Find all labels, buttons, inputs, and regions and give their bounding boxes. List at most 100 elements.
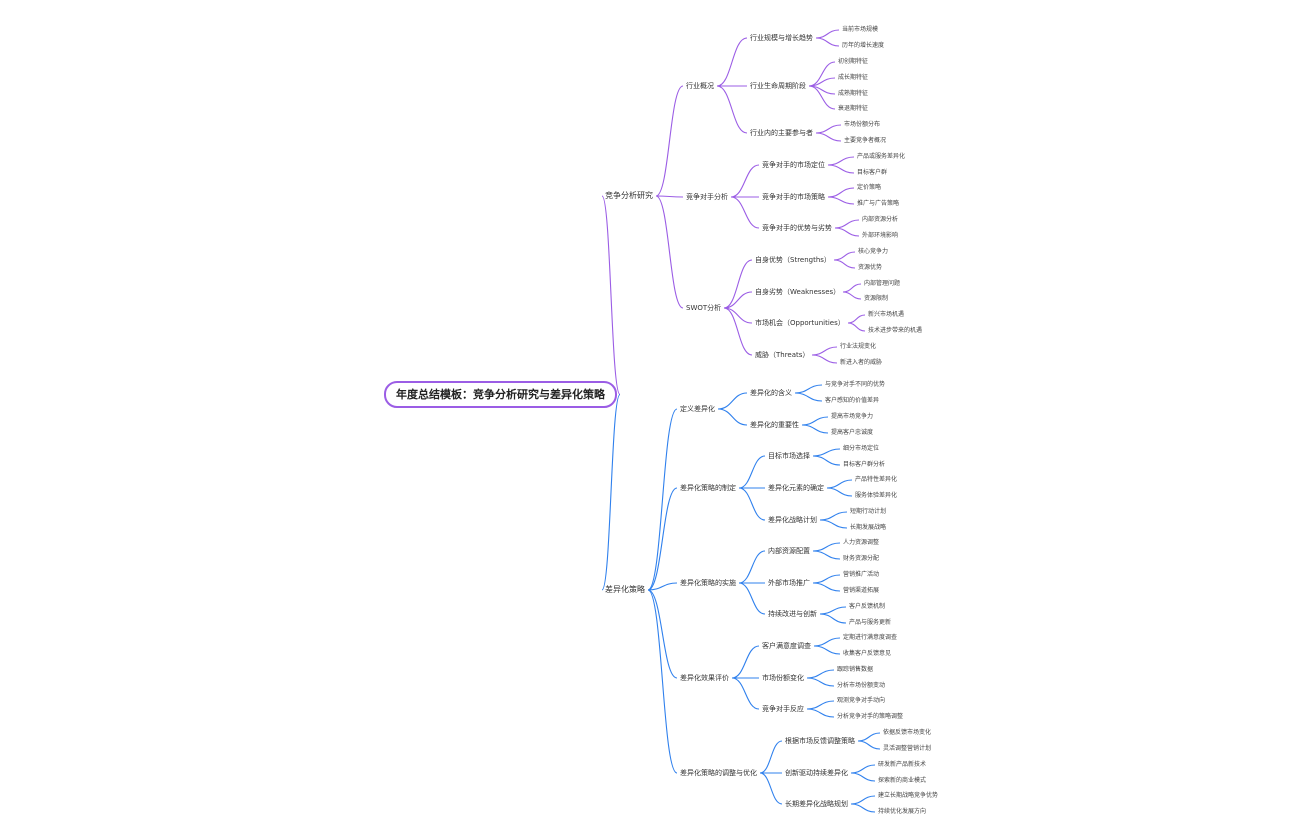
- leaf-external-env[interactable]: 外部环境影响: [862, 232, 899, 239]
- leaf-resource-limits[interactable]: 资源限制: [864, 295, 889, 302]
- connector-sub-adjust-by-feedback: [759, 740, 783, 774]
- sub-meaning[interactable]: 差异化的含义: [750, 389, 792, 397]
- leaf-new-entrants[interactable]: 新进入者的威胁: [840, 359, 883, 366]
- topic-define-differentiation[interactable]: 定义差异化: [680, 405, 715, 413]
- connector-sub-target-market: [738, 455, 766, 489]
- leaf-growth[interactable]: 成长期特征: [838, 74, 869, 81]
- sub-internal-resources[interactable]: 内部资源配置: [768, 547, 810, 555]
- leaf-short-term-plan[interactable]: 短期行动计划: [850, 508, 887, 515]
- leaf-share-changes[interactable]: 分析市场份额变动: [837, 682, 886, 689]
- leaf-feedback-mechanism[interactable]: 客户反馈机制: [849, 603, 886, 610]
- connector-leaf-target-customers: [827, 164, 855, 174]
- sub-adjust-by-feedback[interactable]: 根据市场反馈调整策略: [785, 737, 855, 745]
- sub-competitor-market-strategy[interactable]: 竞争对手的市场策略: [762, 193, 825, 201]
- connector-branch-competition-research: [601, 195, 621, 396]
- leaf-target-customers[interactable]: 目标客户群: [857, 169, 888, 176]
- leaf-core-competence[interactable]: 核心竞争力: [858, 248, 889, 255]
- leaf-business-model[interactable]: 探索新的商业模式: [878, 777, 927, 784]
- leaf-pricing[interactable]: 定价策略: [857, 184, 882, 191]
- leaf-marketing-activity[interactable]: 营销推广活动: [843, 571, 880, 578]
- connector-leaf-business-model: [850, 772, 876, 782]
- branch-competition-research[interactable]: 竞争分析研究: [605, 191, 653, 200]
- leaf-collect-feedback[interactable]: 收集客户反馈意见: [843, 650, 892, 657]
- leaf-optimize-direction[interactable]: 持续优化发展方向: [878, 808, 927, 815]
- sub-threats[interactable]: 威胁（Threats）: [755, 351, 810, 359]
- leaf-decline[interactable]: 衰退期特征: [838, 105, 869, 112]
- topic-effect-evaluation[interactable]: 差异化效果评价: [680, 674, 729, 682]
- sub-competitor-strength-weakness[interactable]: 竞争对手的优势与劣势: [762, 224, 832, 232]
- leaf-long-term-strategy[interactable]: 长期发展战略: [850, 524, 887, 531]
- sub-opportunities[interactable]: 市场机会（Opportunities）: [755, 319, 845, 327]
- leaf-segment-positioning[interactable]: 细分市场定位: [843, 445, 880, 452]
- leaf-watch-competitors[interactable]: 观测竞争对手动向: [837, 697, 886, 704]
- leaf-product-diff[interactable]: 产品或服务差异化: [857, 153, 906, 160]
- leaf-internal-resource[interactable]: 内部资源分析: [862, 216, 899, 223]
- connector-leaf-unique-advantage: [794, 384, 823, 394]
- leaf-competitiveness[interactable]: 提高市场竞争力: [831, 413, 874, 420]
- leaf-current-size[interactable]: 当前市场规模: [842, 26, 879, 33]
- leaf-startup[interactable]: 初创期特征: [838, 58, 869, 65]
- topic-industry-overview[interactable]: 行业概况: [686, 82, 714, 90]
- leaf-main-competitors[interactable]: 主要竞争者概况: [844, 137, 887, 144]
- leaf-long-term-advantage[interactable]: 建立长期战略竞争优势: [878, 792, 939, 799]
- connector-leaf-optimize-direction: [850, 803, 876, 813]
- leaf-finance-allocation[interactable]: 财务资源分配: [843, 555, 880, 562]
- topic-strategy-implementation[interactable]: 差异化策略的实施: [680, 579, 736, 587]
- sub-long-term-plan[interactable]: 长期差异化战略规划: [785, 800, 848, 808]
- sub-diff-elements[interactable]: 差异化元素的确定: [768, 484, 824, 492]
- sub-importance[interactable]: 差异化的重要性: [750, 421, 799, 429]
- leaf-market-change[interactable]: 依据反馈市场变化: [883, 729, 932, 736]
- connector-leaf-finance-allocation: [812, 550, 841, 560]
- root-node[interactable]: 年度总结模板：竞争分析研究与差异化策略: [384, 381, 617, 408]
- leaf-channel-expansion[interactable]: 营销渠道拓展: [843, 587, 880, 594]
- sub-satisfaction-survey[interactable]: 客户满意度调查: [762, 642, 811, 650]
- sub-weaknesses[interactable]: 自身劣势（Weaknesses）: [755, 288, 841, 296]
- connector-topic-adjust-optimize: [647, 589, 678, 774]
- leaf-share-distribution[interactable]: 市场份额分布: [844, 121, 881, 128]
- leaf-management-issues[interactable]: 内部管理问题: [864, 280, 901, 287]
- topic-swot-analysis[interactable]: SWOT分析: [686, 304, 722, 312]
- sub-market-share[interactable]: 市场份额变化: [762, 674, 804, 682]
- sub-industry-scale[interactable]: 行业规模与增长趋势: [750, 34, 813, 42]
- leaf-competitor-adjustments[interactable]: 分析竞争对手的策略调整: [837, 713, 904, 720]
- topic-strategy-formulation[interactable]: 差异化策略的制定: [680, 484, 736, 492]
- leaf-regular-survey[interactable]: 定期进行满意度调查: [843, 634, 898, 641]
- topic-competitor-analysis[interactable]: 竞争对手分析: [686, 193, 728, 201]
- sub-competitor-response[interactable]: 竞争对手反应: [762, 705, 804, 713]
- leaf-track-sales[interactable]: 跟踪销售数据: [837, 666, 874, 673]
- leaf-customer-group-analysis[interactable]: 目标客户群分析: [843, 461, 886, 468]
- leaf-hr-adjust[interactable]: 人力资源调整: [843, 539, 880, 546]
- leaf-unique-advantage[interactable]: 与竞争对手不同的优势: [825, 381, 886, 388]
- leaf-emerging-market[interactable]: 新兴市场机遇: [868, 311, 905, 318]
- connector-leaf-competitor-adjustments: [806, 708, 835, 718]
- sub-target-market[interactable]: 目标市场选择: [768, 452, 810, 460]
- leaf-growth-rate[interactable]: 历年的增长速度: [842, 42, 885, 49]
- leaf-tech-progress[interactable]: 技术进步带来的机遇: [868, 327, 923, 334]
- sub-main-players[interactable]: 行业内的主要参与者: [750, 129, 813, 137]
- leaf-mature[interactable]: 成熟期特征: [838, 90, 869, 97]
- leaf-product-update[interactable]: 产品与服务更新: [849, 619, 892, 626]
- sub-strengths[interactable]: 自身优势（Strengths）: [755, 256, 831, 264]
- connector-leaf-market-change: [857, 732, 881, 742]
- leaf-new-tech[interactable]: 研发新产品新技术: [878, 761, 927, 768]
- sub-innovation-driven[interactable]: 创新驱动持续差异化: [785, 769, 848, 777]
- leaf-loyalty[interactable]: 提高客户忠诚度: [831, 429, 874, 436]
- leaf-promotion[interactable]: 推广与广告策略: [857, 200, 900, 207]
- connector-leaf-tech-progress: [847, 322, 866, 332]
- sub-external-promotion[interactable]: 外部市场推广: [768, 579, 810, 587]
- topic-adjust-optimize[interactable]: 差异化策略的调整与优化: [680, 769, 757, 777]
- leaf-service-experience[interactable]: 服务体验差异化: [855, 492, 898, 499]
- leaf-flexible-plan[interactable]: 灵活调整营销计划: [883, 745, 932, 752]
- sub-strategic-plan[interactable]: 差异化战略计划: [768, 516, 817, 524]
- branch-differentiation-strategy[interactable]: 差异化策略: [605, 585, 645, 594]
- leaf-resource-advantage[interactable]: 资源优势: [858, 264, 883, 271]
- leaf-product-features[interactable]: 产品特性差异化: [855, 476, 898, 483]
- leaf-regulation[interactable]: 行业法规变化: [840, 343, 877, 350]
- sub-continuous-improvement[interactable]: 持续改进与创新: [768, 610, 817, 618]
- connector-leaf-emerging-market: [847, 314, 866, 324]
- connector-leaf-internal-resource: [834, 219, 860, 229]
- leaf-perceived-value[interactable]: 客户感知的价值差异: [825, 397, 880, 404]
- sub-life-cycle[interactable]: 行业生命周期阶段: [750, 82, 806, 90]
- connector-sub-weaknesses: [723, 291, 753, 309]
- sub-competitor-positioning[interactable]: 竞争对手的市场定位: [762, 161, 825, 169]
